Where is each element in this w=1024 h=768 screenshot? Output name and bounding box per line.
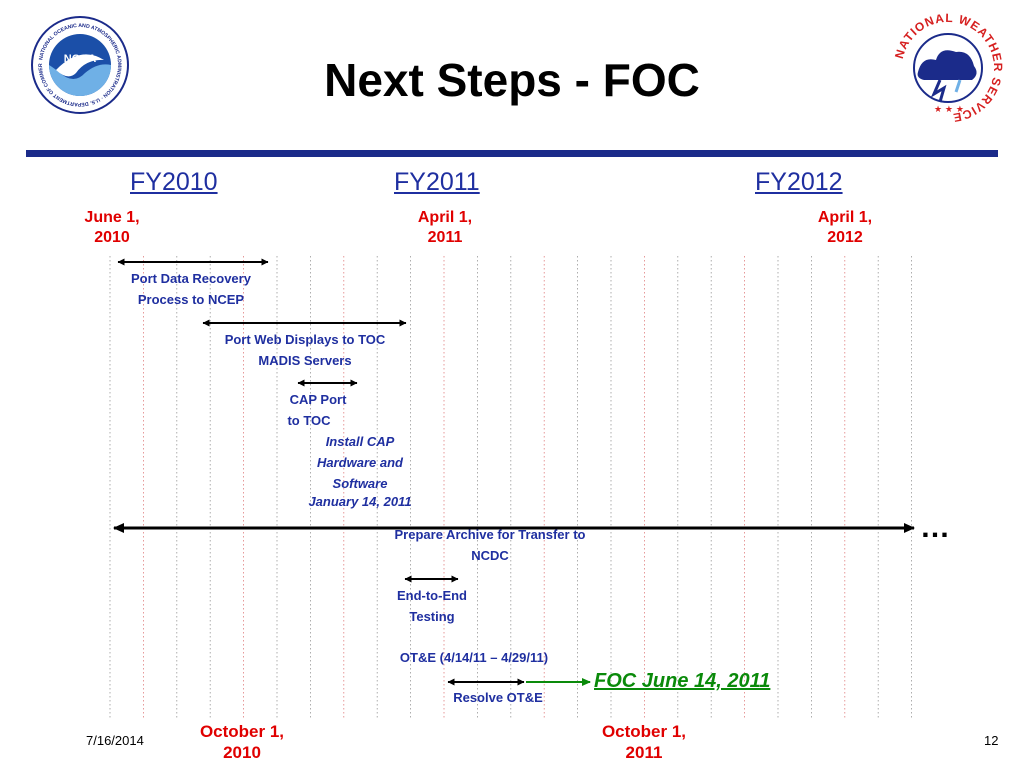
task-label-line: Testing <box>409 609 455 624</box>
milestone-line: Install CAP <box>325 434 395 449</box>
footer-date: 7/16/2014 <box>86 733 144 748</box>
date-line2: 2010 <box>94 229 130 246</box>
noaa-logo-text: NOAA <box>64 53 96 65</box>
task-label-prepare-archive: Prepare Archive for Transfer to NCDC <box>370 524 610 566</box>
date-line1: April 1, <box>417 209 473 226</box>
task-label-cap-port: CAP Port to TOC <box>268 389 368 431</box>
milestone-line: Software <box>332 476 388 491</box>
date-line1: October 1, <box>199 722 285 741</box>
page-number: 12 <box>984 733 999 748</box>
milestone-date-jan-2011: January 14, 2011 <box>308 494 412 509</box>
date-line1: June 1, <box>84 209 140 226</box>
date-label-october-2010: October 1, 2010 <box>182 721 302 763</box>
task-label-resolve-ote: Resolve OT&E <box>453 690 543 705</box>
task-label-end-to-end-testing: End-to-End Testing <box>382 585 482 627</box>
milestone-install-cap-hardware: Install CAP Hardware and Software <box>280 431 440 494</box>
milestone-foc: FOC June 14, 2011 <box>594 670 771 692</box>
fiscal-year-fy2011: FY2011 <box>394 168 480 196</box>
nws-logo: NATIONAL WEATHER SERVICE ★ ★ ★ <box>892 11 1004 125</box>
task-label-line: MADIS Servers <box>258 353 352 368</box>
task-label-line: Port Web Displays to TOC <box>224 332 386 347</box>
svg-text:★ ★ ★: ★ ★ ★ <box>934 105 964 115</box>
task-label-port-data-recovery: Port Data Recovery Process to NCEP <box>111 268 271 310</box>
date-label-april-2011: April 1, 2011 <box>395 208 495 248</box>
task-label-line: CAP Port <box>289 392 347 407</box>
date-label-april-2012: April 1, 2012 <box>795 208 895 248</box>
fiscal-year-fy2012: FY2012 <box>755 168 843 196</box>
task-label-line: to TOC <box>287 413 331 428</box>
task-label-line: NCDC <box>471 548 509 563</box>
date-line2: 2011 <box>427 229 463 246</box>
date-line2: 2012 <box>827 229 863 246</box>
date-label-october-2011: October 1, 2011 <box>584 721 704 763</box>
task-label-line: End-to-End <box>396 588 468 603</box>
task-label-line: Process to NCEP <box>137 292 245 307</box>
slide-title: Next Steps - FOC <box>324 54 700 106</box>
task-label-line: Prepare Archive for Transfer to <box>394 527 586 542</box>
title-rule <box>26 150 998 157</box>
date-line2: 2011 <box>625 743 663 762</box>
date-line2: 2010 <box>223 743 261 762</box>
task-label-line: Port Data Recovery <box>131 271 251 286</box>
continuation-ellipsis: … <box>920 511 952 544</box>
task-label-port-web-displays: Port Web Displays to TOC MADIS Servers <box>195 329 415 371</box>
month-grid-lines <box>109 256 912 720</box>
date-line1: October 1, <box>601 722 687 741</box>
date-line1: April 1, <box>817 209 873 226</box>
fiscal-year-fy2010: FY2010 <box>130 168 218 196</box>
milestone-ote-window: OT&E (4/14/11 – 4/29/11) <box>399 650 549 665</box>
noaa-logo: NOAA NATIONAL OCEANIC AND ATMOSPHERIC AD… <box>30 15 129 114</box>
task-bars <box>113 258 915 686</box>
date-label-june-2010: June 1, 2010 <box>62 208 162 248</box>
milestone-line: Hardware and <box>317 455 403 470</box>
